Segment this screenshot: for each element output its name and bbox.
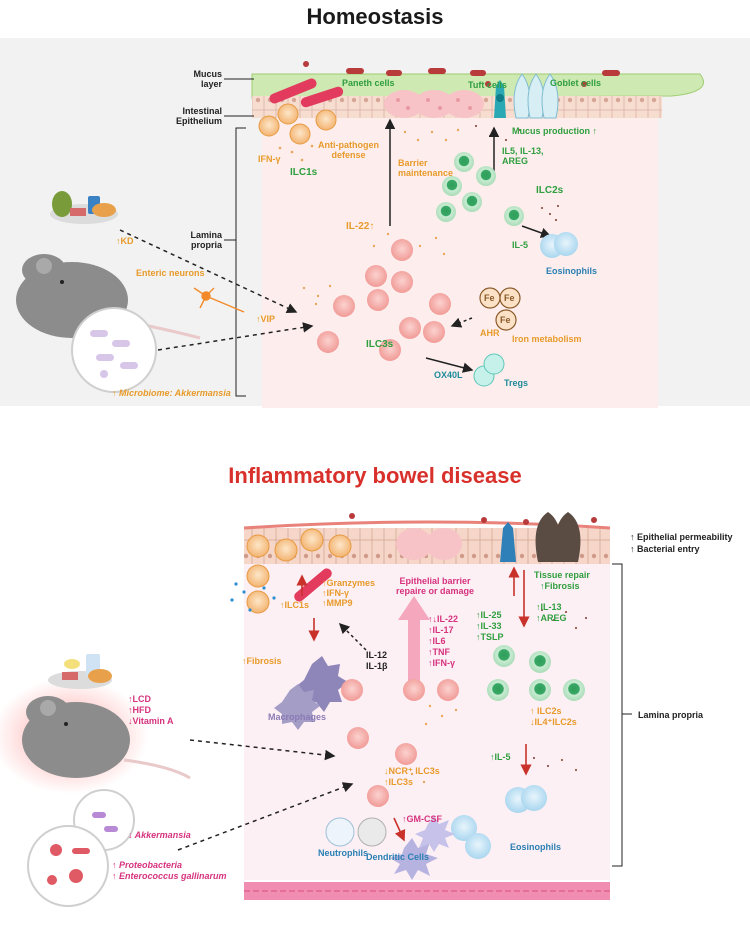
il5-bottom-label: ↑IL-5 [490, 752, 511, 762]
mucus-layer-label: Mucus layer [193, 69, 222, 89]
ifn-gamma-bottom-label: ↑IFN-γ [322, 588, 349, 598]
macrophages-label: Macrophages [268, 712, 327, 722]
ibd-title: Inflammatory bowel disease [228, 463, 522, 488]
anti-pathogen-label: Anti-pathogen defense [318, 140, 379, 160]
ilc2-cells-bottom [487, 645, 585, 701]
tissue-repair-label: Tissue repair [534, 570, 590, 580]
mucus-production-label: Mucus production ↑ [512, 126, 597, 136]
enteric-neuron [193, 287, 245, 313]
microbiome-label: ↑ Microbiome: Akkermansia [112, 388, 231, 398]
paneth-cells-label: Paneth cells [342, 78, 395, 88]
eosinophils-label: Eosinophils [546, 266, 598, 276]
bacterial-entry-label: ↑ Bacterial entry [630, 544, 700, 554]
dendritic-cells-label: Dendritic Cells [366, 852, 430, 862]
il6-label: ↑IL6 [428, 636, 446, 646]
enteric-neurons-label: Enteric neurons [136, 268, 205, 278]
food-plate-top [50, 191, 118, 224]
ilc3-cells-top [317, 239, 451, 361]
granzymes-label: ↑Granzymes [322, 578, 376, 588]
fe-label-3: Fe [500, 315, 511, 325]
ilc1-cells-top [258, 103, 337, 145]
il13-label: ↑IL-13 [536, 602, 562, 612]
ilc3s-label: ILC3s [366, 339, 394, 350]
fibrosis-up-label: ↑Fibrosis [540, 581, 580, 591]
mmp9-label: ↑MMP9 [322, 598, 353, 608]
microbiome-circle-bottom-2 [27, 825, 109, 907]
tregs-label: Tregs [504, 378, 529, 388]
il5-il13-areg-label: IL5, IL-13, AREG [502, 146, 544, 166]
il33-label: ↑IL-33 [476, 621, 502, 631]
microbiome-circle-top [71, 307, 157, 393]
treg-cells [473, 353, 505, 387]
il12-label: IL-12 [366, 650, 388, 660]
ifn-gamma2-label: ↑IFN-γ [428, 658, 455, 668]
epithelial-barrier-label: Epithelial barrier repaire or damage [396, 576, 475, 596]
eosinophils-bottom-label: Eosinophils [510, 842, 562, 852]
ifn-gamma-label: IFN-γ [258, 154, 281, 164]
neutrophils-label: Neutrophils [318, 848, 369, 858]
il22-bottom-label: ↑↓IL-22 [428, 614, 459, 624]
paneth-cell-cluster-bottom [396, 528, 462, 560]
ilc2s-bottom-label: ↑ ILC2s [530, 706, 562, 716]
ilc2s-label: ILC2s [536, 185, 564, 196]
mouse-bottom [22, 696, 191, 780]
barrier-maintenance-label: Barrier maintenance [398, 158, 454, 178]
fe-label-1: Fe [484, 293, 495, 303]
lcd-label: ↑LCD [128, 694, 151, 704]
epithelial-permeability-label: ↑ Epithelial permeability [630, 532, 733, 542]
ncr-ilc3s-label: ↓NCR⁺ ILC3s [384, 766, 440, 776]
tnf-label: ↑TNF [428, 647, 450, 657]
akkermansia-label: ↓ Akkermansia [128, 830, 191, 840]
il25-label: ↑IL-25 [476, 610, 502, 620]
eosinophils-bottom [451, 785, 547, 859]
vitamin-a-label: ↓Vitamin A [128, 716, 174, 726]
ilc1-cells-bottom [246, 528, 352, 614]
ox40l-label: OX40L [434, 370, 463, 380]
goblet-cells-bottom [535, 512, 581, 562]
ilc3s-up-label: ↑ILC3s [384, 777, 414, 787]
fe-label-2: Fe [504, 293, 515, 303]
enterococcus-label: ↑ Enterococcus gallinarum [112, 871, 227, 881]
areg-label: ↑AREG [536, 613, 567, 623]
paneth-cell-cluster [384, 90, 484, 118]
il22-label: IL-22↑ [346, 221, 375, 232]
ilc1s-label: ILC1s [290, 167, 318, 178]
food-plate-bottom [48, 654, 112, 689]
iron-metabolism-label: Iron metabolism [512, 334, 582, 344]
iron-particles [479, 287, 521, 331]
il5-label: IL-5 [512, 240, 529, 250]
ilc2-cells-top [436, 152, 524, 226]
macrophages [274, 656, 348, 730]
il17-label: ↑IL-17 [428, 625, 454, 635]
hfd-label: ↑HFD [128, 705, 151, 715]
ahr-label: AHR [480, 328, 500, 338]
vip-label: ↑VIP [256, 314, 276, 324]
goblet-cells-label: Goblet cells [550, 78, 602, 88]
ilc3-cells-bottom [341, 679, 459, 807]
homeostasis-title: Homeostasis [306, 4, 444, 29]
tuft-cells-label: Tuft cells [468, 80, 507, 90]
neutrophils [325, 817, 387, 847]
intestinal-epithelium-label: Intestinal Epithelium [175, 106, 222, 126]
il1b-label: IL-1β [366, 661, 388, 671]
ilc1s-bottom-label: ↑ILC1s [280, 600, 310, 610]
kd-label: ↑KD [116, 236, 134, 246]
tslp-label: ↑TSLP [476, 632, 504, 642]
il4-ilc2s-label: ↓IL4⁺ILC2s [530, 717, 577, 727]
goblet-cells [513, 73, 559, 119]
fibrosis-label: ↑Fibrosis [242, 656, 282, 666]
eosinophils-top [540, 232, 578, 258]
lamina-propria-bottom-label: Lamina propria [638, 710, 704, 720]
dendritic-cells [390, 816, 455, 880]
lamina-propria-label: Lamina propria [190, 230, 222, 250]
proteobacteria-label: ↑ Proteobacteria [112, 860, 183, 870]
gm-csf-label: ↑GM-CSF [402, 814, 442, 824]
